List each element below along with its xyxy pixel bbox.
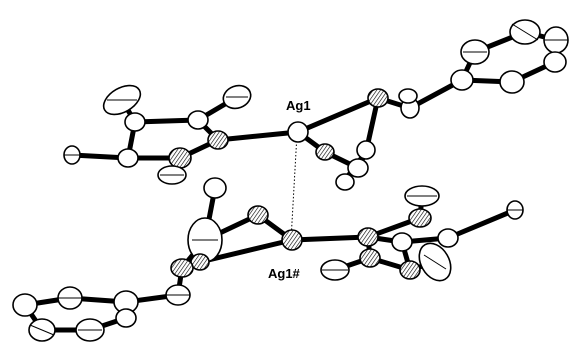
atom-ellipsoid (203, 177, 227, 199)
atom-ellipsoid (335, 173, 355, 191)
atom-ellipsoid (543, 51, 567, 73)
label-ag1: Ag1 (286, 98, 311, 113)
label-ag1-sym: Ag1# (268, 266, 301, 281)
atom-ellipsoid (168, 147, 192, 169)
atom-ellipsoid (408, 208, 432, 228)
atom-ellipsoid (398, 88, 418, 104)
atom-ellipsoid (315, 143, 335, 161)
atom-ellipsoid (359, 248, 381, 268)
atom-ellipsoid (357, 227, 379, 247)
bond (445, 207, 518, 241)
bond (215, 129, 301, 143)
atom-ellipsoid (347, 158, 369, 178)
atom-ellipsoid (12, 293, 38, 317)
atom-ellipsoid (499, 70, 525, 94)
atom-ellipsoid (207, 130, 229, 150)
atom-ellipsoid (187, 110, 209, 130)
atom-ellipsoid (356, 140, 376, 160)
atom-ellipsoid (124, 112, 146, 132)
ag-ag-contact-line (290, 133, 298, 241)
atom-ellipsoid (437, 228, 459, 248)
bonds (22, 29, 559, 333)
atoms (12, 19, 569, 342)
atom-ellipsoid (170, 258, 194, 278)
atom-ag1 (287, 121, 309, 143)
bond (289, 234, 371, 243)
atom-ellipsoid (450, 69, 474, 91)
atom-ag1-sym (281, 229, 303, 251)
atom-ellipsoid (117, 148, 139, 168)
atom-ellipsoid (391, 232, 413, 252)
atom-ellipsoid (367, 88, 389, 108)
atom-ellipsoid (399, 260, 421, 280)
bond (295, 95, 381, 135)
atom-ellipsoid (115, 308, 137, 328)
atom-ellipsoid (247, 205, 269, 225)
ellipsoid-axes (29, 23, 568, 336)
